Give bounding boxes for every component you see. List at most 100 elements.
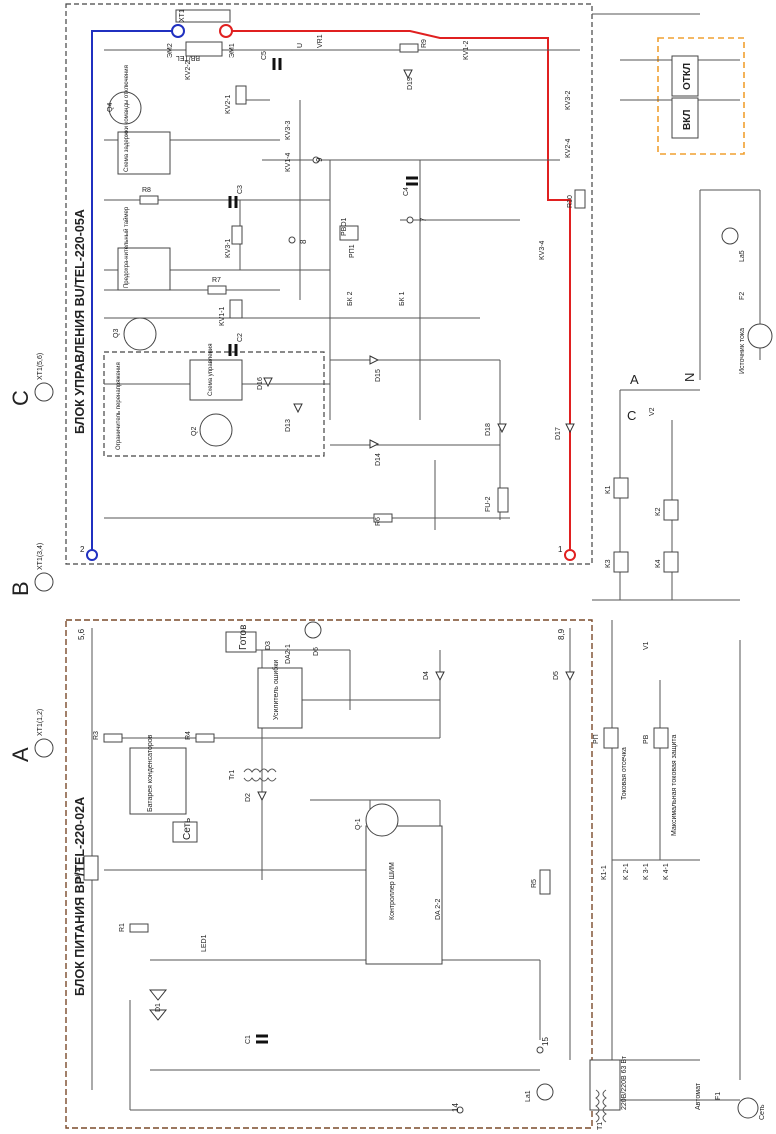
label-bk2: БК 2 [347, 291, 354, 306]
terminal-em1-circle [219, 24, 233, 38]
label-d15: D15 [375, 369, 382, 382]
label-k31: K 3-1 [643, 863, 650, 880]
terminal-em2: ЭМ2 [167, 43, 174, 58]
control-block-border [65, 3, 593, 565]
label-k1: K1 [605, 485, 612, 494]
control-part-labels: Q4 Q3 Q2 C5 VR1 U R9 D19 KV1-2 KV2-2 KV2… [107, 34, 574, 526]
label-q3: Q3 [113, 329, 120, 338]
node-1-circle [564, 549, 576, 561]
label-r1: R1 [119, 923, 126, 932]
label-k2: K2 [655, 507, 662, 516]
label-r10: R10 [567, 195, 574, 208]
label-r3: R3 [93, 731, 100, 740]
label-r9: R9 [421, 39, 428, 48]
blue-phase-wire [91, 30, 178, 555]
label-kv24: KV2-4 [565, 138, 572, 158]
capacitor-symbols [228, 58, 418, 1044]
label-d18: D18 [485, 423, 492, 436]
label-da21: DA2-1 [285, 644, 292, 664]
external-components [589, 55, 699, 1111]
label-c2: C2 [237, 333, 244, 342]
label-d17: D17 [555, 427, 562, 440]
label-v1: V1 [643, 641, 650, 650]
label-d19: D19 [407, 77, 414, 90]
label-r6: R6 [375, 517, 382, 526]
node-8: 8 [299, 239, 308, 244]
terminal-em2-circle [171, 24, 185, 38]
control-wiring [104, 49, 580, 530]
label-r8: R8 [142, 187, 151, 194]
terminal-xt1: XT1 [179, 9, 186, 22]
delay-box-text: Схема задержки команды отключения [124, 65, 130, 172]
power-wiring [91, 628, 571, 1111]
label-battery: Батарея конденсаторов [147, 734, 154, 812]
label-rvo1: РВО1 [341, 217, 348, 236]
phase-c-small-label: C [627, 408, 636, 423]
node-8-9: 8,9 [557, 628, 566, 640]
label-r7: R7 [212, 277, 221, 284]
label-kv22: KV2-2 [185, 60, 192, 80]
label-k11: K1-1 [601, 865, 608, 880]
diode-symbols [148, 69, 575, 1021]
label-err-amp: Усилитель ошибки [272, 660, 280, 720]
label-r5: R5 [531, 879, 538, 888]
label-d1: D1 [155, 1003, 162, 1012]
label-rp1: РП1 [349, 244, 356, 258]
label-d6: D6 [313, 647, 320, 656]
round-components [34, 24, 773, 1119]
external-part-labels: ОТКЛ ВКЛ La5 F2 Источник тока V2 K1 K2 K… [525, 63, 766, 1130]
terminal-xt1-56: XT1(5,6) [37, 353, 44, 380]
terminal-xt1-12: XT1(1,2) [37, 709, 44, 736]
label-vkl: ВКЛ [682, 110, 693, 130]
limiter-text: Ограничитель перенапряжения [116, 362, 122, 450]
label-otkl: ОТКЛ [682, 63, 693, 90]
limiter-border [103, 351, 325, 457]
label-kv32: KV3-2 [565, 90, 572, 110]
label-avtomat: Автомат [695, 1082, 702, 1110]
label-gotov: Готов [238, 625, 249, 650]
node-1: 1 [558, 545, 563, 554]
label-k3: K3 [605, 559, 612, 568]
label-d2: D2 [245, 793, 252, 802]
node-9: 9 [315, 157, 324, 162]
node-2: 2 [80, 545, 85, 554]
label-c3: C3 [237, 185, 244, 194]
label-led1: LED1 [201, 934, 208, 952]
terminal-vv-tel: ВВ/TEL [176, 54, 200, 61]
label-kv34: KV3-4 [539, 240, 546, 260]
control-components [117, 9, 586, 523]
label-kv14: KV1-4 [285, 152, 292, 172]
label-t1: T1 [597, 1122, 604, 1130]
label-da22: DA 2-2 [435, 898, 442, 920]
label-q2: Q2 [191, 427, 198, 436]
label-r4: R4 [185, 731, 192, 740]
label-v2: V2 [649, 407, 656, 416]
label-d3: D3 [265, 641, 272, 650]
phase-a-label: A [8, 747, 33, 762]
label-vr1: VR1 [317, 34, 324, 48]
label-f2: F2 [739, 292, 746, 300]
red-phase-wire [226, 30, 571, 555]
label-la5: La5 [739, 250, 746, 262]
label-q4: Q4 [107, 103, 114, 112]
label-bk1: БК 1 [399, 291, 406, 306]
power-block-border [65, 619, 593, 1129]
node-15: 15 [541, 1037, 550, 1046]
label-d4: D4 [423, 671, 430, 680]
label-c4: C4 [403, 187, 410, 196]
label-d16: D16 [257, 377, 264, 390]
label-d14: D14 [375, 453, 382, 466]
label-rv: РВ [643, 734, 650, 744]
label-fu1: FU-1 [75, 868, 82, 884]
terminal-xt1-34: XT1(3,4) [37, 543, 44, 570]
phase-c-label: C [8, 390, 33, 406]
label-la1: La1 [525, 1090, 532, 1102]
label-set-indicator: Сеть [182, 818, 193, 840]
label-fu2: FU-2 [485, 496, 492, 512]
label-kv12: KV1-2 [463, 40, 470, 60]
label-d5: D5 [553, 671, 560, 680]
ctrl-box-text: Схема управления [208, 344, 214, 396]
node-7: 7 [419, 217, 428, 222]
label-q1: Q-1 [355, 818, 362, 830]
